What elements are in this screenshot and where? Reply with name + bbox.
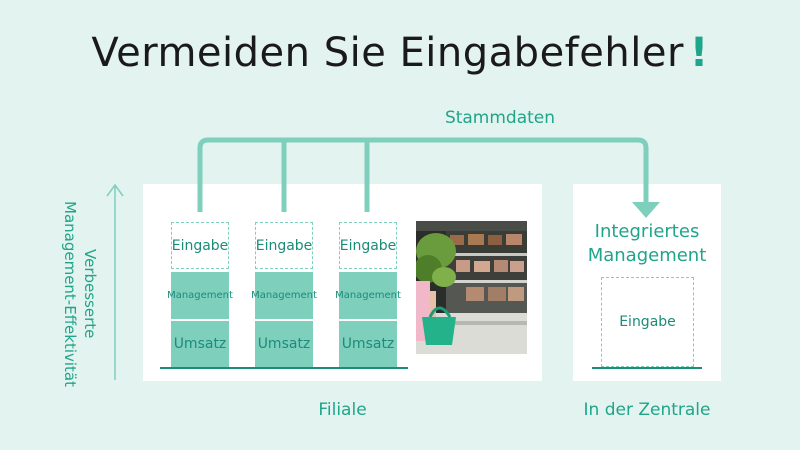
store-caption: Filiale [318, 400, 367, 420]
store-sales-box-1: Umsatz [171, 321, 229, 367]
y-axis-label: Verbesserte Management-Effektivität [56, 194, 100, 394]
hq-title-line2: Management [587, 245, 707, 266]
store-sales-box-2: Umsatz [255, 321, 313, 367]
supermarket-photo [416, 221, 527, 354]
y-axis-label-line2: Management-Effektivität [61, 201, 79, 387]
title-text: Vermeiden Sie Eingabefehler [91, 30, 684, 76]
store-input-box-3: Eingabe [339, 222, 397, 269]
store-input-box-1: Eingabe [171, 222, 229, 269]
hq-baseline [592, 367, 702, 369]
exclamation-mark: ! [689, 30, 709, 76]
arrowhead-icon [632, 202, 660, 218]
store-management-box-1: Management [167, 272, 233, 319]
store-management-box-3: Management [335, 272, 401, 319]
page-title: Vermeiden Sie Eingabefehler! [0, 30, 800, 76]
store-input-box-2: Eingabe [255, 222, 313, 269]
store-management-box-2: Management [251, 272, 317, 319]
hq-input-box: Eingabe [601, 277, 694, 367]
hq-caption: In der Zentrale [583, 400, 711, 420]
store-baseline [160, 367, 408, 369]
hq-title-line1: Integriertes [594, 221, 700, 242]
up-arrow-icon [106, 183, 124, 380]
store-sales-box-3: Umsatz [339, 321, 397, 367]
y-axis-label-line1: Verbesserte [81, 249, 99, 339]
hq-title: Integriertes Management [573, 220, 721, 268]
master-data-label: Stammdaten [444, 108, 556, 128]
